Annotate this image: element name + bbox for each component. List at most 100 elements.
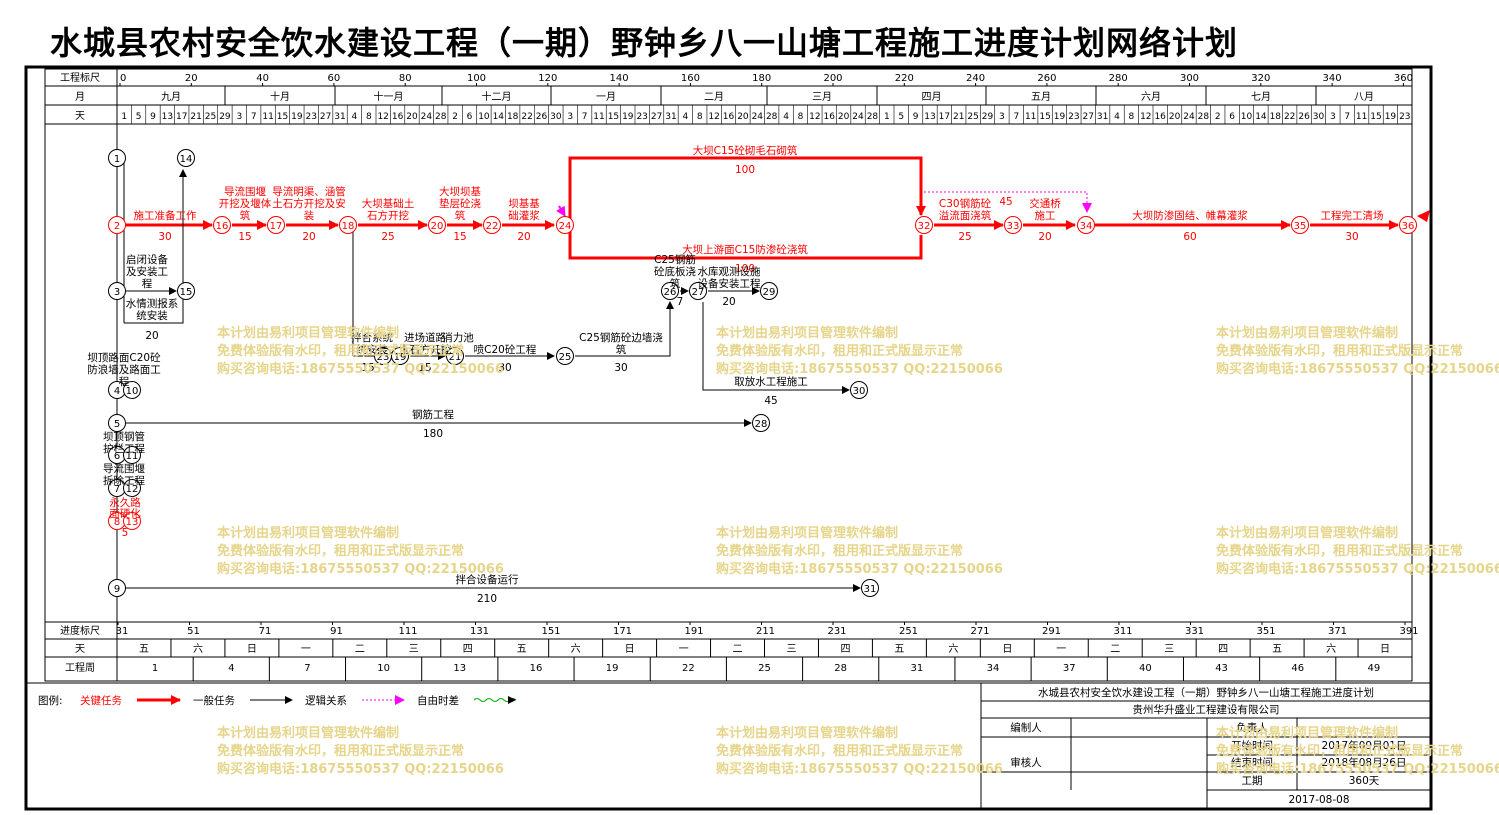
- watermark: 本计划由易利项目管理软件编制免费体验版有水印，租用和正式版显示正常购买咨询电话:…: [716, 326, 1003, 377]
- node-circle: [177, 282, 195, 300]
- day-cell: 21: [190, 112, 201, 122]
- node-number: 14: [180, 154, 193, 165]
- node-circle: [108, 579, 126, 597]
- weekday-cell: 日: [625, 644, 635, 655]
- node-number: 11: [126, 451, 139, 462]
- bottom-scale-tick: 131: [470, 626, 489, 637]
- day-cell: 28: [1198, 112, 1210, 122]
- week-cell: 19: [606, 663, 619, 674]
- day-cell: 29: [982, 112, 994, 122]
- top-scale-tick: 80: [399, 73, 412, 84]
- task-label: 施工准备工作: [134, 209, 197, 222]
- bottom-scale-tick: 251: [899, 626, 918, 637]
- node-number: 16: [216, 221, 229, 232]
- bottom-scale-tick: 171: [613, 626, 632, 637]
- task-duration: 30: [1345, 231, 1358, 243]
- task-label: 水情测报系: [126, 297, 179, 310]
- task-label: 导流围堰: [224, 185, 266, 198]
- node-circle: [1291, 216, 1309, 234]
- task-label: 大坝基础土: [362, 197, 415, 210]
- weekday-cell: 二: [733, 644, 743, 655]
- start-value: 2017年09月01日: [1322, 739, 1407, 752]
- node-number: 22: [486, 221, 499, 232]
- task-label: 水库观测设施: [698, 265, 761, 278]
- day-cell: 28: [867, 112, 879, 122]
- compiler-label: 编制人: [1010, 721, 1042, 734]
- task-label: 拌合系统: [351, 331, 393, 344]
- node-number: 24: [559, 221, 572, 232]
- node-circle: [177, 149, 195, 167]
- node-number: 13: [126, 517, 139, 528]
- node-circle: [123, 512, 141, 530]
- node-circle: [108, 149, 126, 167]
- node-number: 33: [1007, 221, 1020, 232]
- weekday-row-label: 天: [75, 644, 85, 655]
- bottom-scale-tick: 271: [970, 626, 989, 637]
- task-duration: 20: [1038, 231, 1051, 243]
- node-circle: [483, 216, 501, 234]
- day-cell: 22: [521, 112, 532, 122]
- weekday-cell: 四: [463, 644, 473, 655]
- weekday-cell: 五: [517, 644, 527, 655]
- top-scale-tick: 180: [752, 73, 771, 84]
- day-cell: 31: [334, 112, 345, 122]
- node-number: 36: [1402, 221, 1415, 232]
- node-circle: [123, 446, 141, 464]
- day-cell: 28: [435, 112, 447, 122]
- node-circle: [760, 282, 778, 300]
- task-label: 统安装: [136, 309, 168, 322]
- day-cell: 8: [1129, 112, 1135, 122]
- bottom-scale-tick: 91: [330, 626, 343, 637]
- week-cell: 1: [152, 663, 158, 674]
- month-cell: 七月: [1251, 91, 1271, 103]
- week-cell: 49: [1368, 663, 1381, 674]
- month-cell: 五月: [1031, 91, 1051, 103]
- task-label: 施工: [1035, 209, 1056, 222]
- task-label: 垫层砼浇: [439, 197, 481, 210]
- day-cell: 15: [277, 112, 288, 122]
- day-cell: 23: [1399, 112, 1410, 122]
- day-cell: 13: [162, 112, 173, 122]
- task-label: 坝基基: [508, 197, 540, 210]
- day-cell: 8: [366, 112, 372, 122]
- day-cell: 3: [567, 112, 573, 122]
- task-label: 导流围堰: [103, 462, 145, 475]
- task-duration: 210: [477, 593, 497, 605]
- top-scale-tick: 40: [256, 73, 269, 84]
- day-cell: 15: [1370, 112, 1381, 122]
- day-cell: 7: [582, 112, 588, 122]
- task-label: 永久路: [109, 496, 141, 509]
- task-duration: 25: [381, 231, 394, 243]
- node-number: 18: [342, 221, 355, 232]
- day-cell: 23: [306, 112, 317, 122]
- weekday-cell: 三: [786, 644, 796, 655]
- float-duration: 45: [999, 196, 1012, 208]
- weekday-cell: 四: [1218, 644, 1228, 655]
- task-label: 启闭设备: [126, 253, 168, 266]
- task-duration: 60: [1183, 231, 1196, 243]
- task-label: 大坝上游面C15防渗砼浇筑: [682, 243, 808, 256]
- day-cell: 15: [608, 112, 619, 122]
- reviewer-label: 审核人: [1010, 756, 1042, 769]
- task-label: 坝顶路面C20砼: [87, 351, 161, 364]
- day-cell: 30: [1313, 112, 1325, 122]
- day-cell: 31: [1097, 112, 1108, 122]
- title-block: 水城县农村安全饮水建设工程（一期）野钟乡八一山塘工程施工进度计划 贵州华升盛业工…: [980, 682, 1432, 810]
- day-cell: 9: [150, 112, 156, 122]
- weekday-cell: 三: [409, 644, 419, 655]
- node-number: 2: [114, 221, 120, 232]
- day-cell: 19: [291, 112, 303, 122]
- bottom-scale-tick: 191: [684, 626, 703, 637]
- day-cell: 19: [622, 112, 634, 122]
- month-cell: 三月: [812, 91, 832, 103]
- task-label: 喷C20砼工程: [474, 343, 537, 356]
- plan-date: 2017-08-08: [1288, 794, 1349, 806]
- task-duration: 20: [722, 296, 735, 308]
- task-label: 工程完工清场: [1321, 209, 1384, 222]
- bottom-scale-tick: 331: [1185, 626, 1204, 637]
- day-cell: 17: [939, 112, 950, 122]
- day-cell: 26: [1298, 112, 1310, 122]
- bottom-scale-tick: 51: [187, 626, 200, 637]
- day-cell: 31: [665, 112, 676, 122]
